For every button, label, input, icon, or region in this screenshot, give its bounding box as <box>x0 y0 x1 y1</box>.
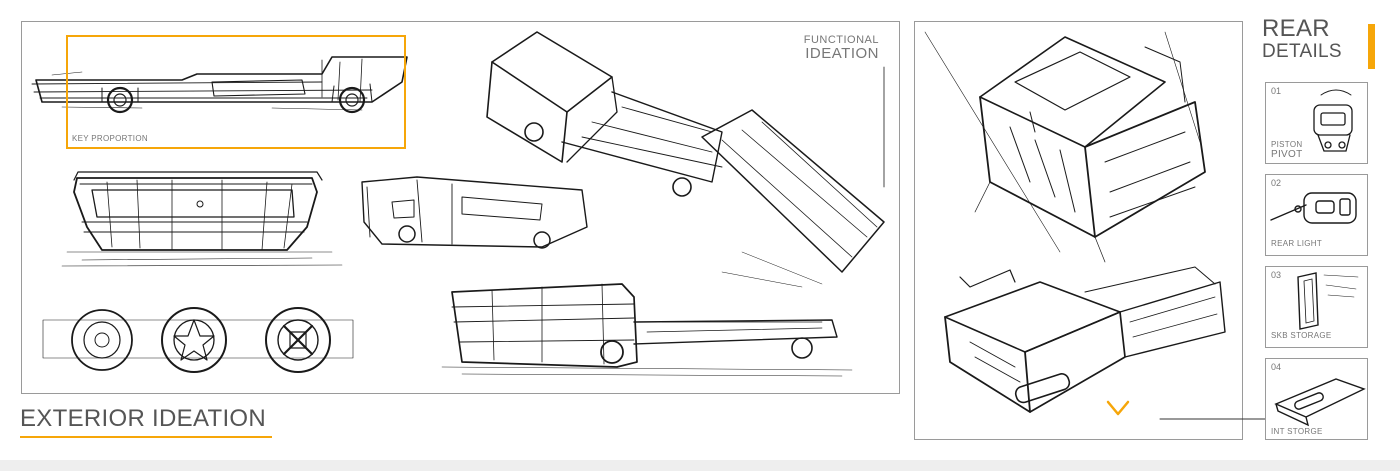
detail-label-rear-light: REAR LIGHT <box>1271 239 1323 248</box>
detail-num: 03 <box>1271 270 1282 280</box>
int-storage-sketch <box>1274 378 1366 427</box>
perspective-truck-sketch <box>361 176 588 249</box>
detail-label-pivot: PIVOT <box>1271 149 1303 160</box>
detail-num: 04 <box>1271 362 1282 372</box>
footer-bar <box>0 460 1400 471</box>
rear-light-sketch <box>1270 192 1357 224</box>
rear-perspective-sketch <box>944 266 1226 413</box>
detail-label-int-storage: INT STORGE <box>1271 427 1323 436</box>
functional-line2: IDEATION <box>805 45 879 62</box>
detail-label-skb-storage: SKB STORAGE <box>1271 331 1332 340</box>
piston-pivot-sketch <box>1313 89 1353 152</box>
detail-num: 01 <box>1271 86 1282 96</box>
detail-label-piston: PISTON <box>1271 140 1303 149</box>
title-underline <box>20 436 272 438</box>
detail-card-02: 02 REAR LIGHT <box>1265 174 1368 256</box>
detail-card-01: 01 PISTON PIVOT <box>1265 82 1368 164</box>
detail-card-04: 04 INT STORGE <box>1265 358 1368 440</box>
flatbed-truck-sketch <box>441 283 853 377</box>
front-view-sketch <box>61 171 343 267</box>
detail-num: 02 <box>1271 178 1282 188</box>
functional-ideation-heading: FUNCTIONAL IDEATION <box>804 34 879 62</box>
rear-line2: DETAILS <box>1262 41 1342 62</box>
key-proportion-label: KEY PROPORTION <box>72 134 148 143</box>
side-profile-sketch <box>31 56 408 114</box>
vehicle-sketches <box>31 31 885 377</box>
rear-top-view-sketch <box>924 31 1206 263</box>
exterior-sketch-panel: KEY PROPORTION FUNCTIONAL IDEATION <box>21 21 900 394</box>
page-title: EXTERIOR IDEATION <box>20 405 267 432</box>
rear-sketch-panel <box>914 21 1266 440</box>
orange-arrow-icon <box>1106 400 1130 416</box>
rear-vehicle-sketches <box>924 31 1266 420</box>
skb-storage-sketch <box>1297 272 1359 330</box>
rear-accent-bar <box>1368 24 1375 69</box>
functional-line1: FUNCTIONAL <box>803 34 879 46</box>
rear-line1: REAR <box>1262 15 1330 42</box>
open-bed-truck-sketch <box>486 31 885 288</box>
key-proportion-frame <box>66 35 406 149</box>
rear-details-heading: REAR DETAILS <box>1262 16 1342 62</box>
detail-card-03: 03 SKB STORAGE <box>1265 266 1368 348</box>
wheel-sketches <box>42 307 354 373</box>
